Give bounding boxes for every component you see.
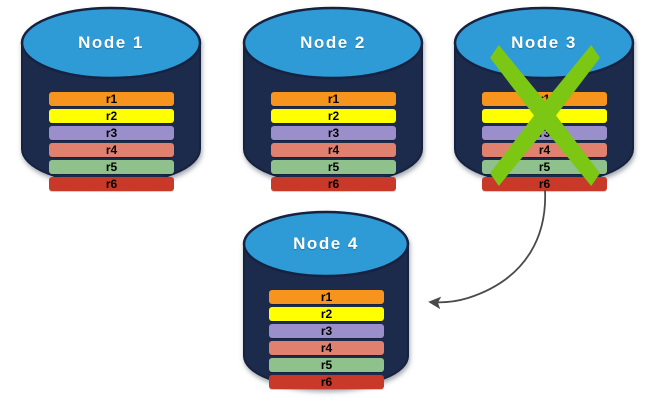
row-bar-r1[interactable]: r1 bbox=[269, 290, 384, 304]
row-bar-r5[interactable]: r5 bbox=[482, 160, 607, 174]
row-bar-r6[interactable]: r6 bbox=[269, 375, 384, 389]
row-bar-r3[interactable]: r3 bbox=[269, 324, 384, 338]
row-list: r1 r2 r3 r4 r5 r6 bbox=[271, 92, 396, 191]
row-bar-r2[interactable]: r2 bbox=[482, 109, 607, 123]
row-bar-r2[interactable]: r2 bbox=[269, 307, 384, 321]
row-bar-r1[interactable]: r1 bbox=[49, 92, 174, 106]
row-bar-r2[interactable]: r2 bbox=[271, 109, 396, 123]
row-bar-r5[interactable]: r5 bbox=[271, 160, 396, 174]
row-bar-r5[interactable]: r5 bbox=[49, 160, 174, 174]
cylinder-top-ellipse bbox=[242, 210, 410, 278]
row-list: r1 r2 r3 r4 r5 r6 bbox=[49, 92, 174, 191]
row-bar-r2[interactable]: r2 bbox=[49, 109, 174, 123]
row-list: r1 r2 r3 r4 r5 r6 bbox=[269, 290, 384, 389]
row-bar-r4[interactable]: r4 bbox=[482, 143, 607, 157]
row-list: r1 r2 r3 r4 r5 r6 bbox=[482, 92, 607, 191]
arrow-path bbox=[428, 189, 547, 310]
cylinder-top-ellipse bbox=[453, 6, 635, 80]
row-bar-r4[interactable]: r4 bbox=[271, 143, 396, 157]
row-bar-r4[interactable]: r4 bbox=[49, 143, 174, 157]
row-bar-r6[interactable]: r6 bbox=[482, 177, 607, 191]
row-bar-r3[interactable]: r3 bbox=[49, 126, 174, 140]
cylinder-top-ellipse bbox=[20, 6, 202, 80]
row-bar-r3[interactable]: r3 bbox=[482, 126, 607, 140]
row-bar-r6[interactable]: r6 bbox=[271, 177, 396, 191]
row-bar-r5[interactable]: r5 bbox=[269, 358, 384, 372]
row-bar-r4[interactable]: r4 bbox=[269, 341, 384, 355]
row-bar-r1[interactable]: r1 bbox=[482, 92, 607, 106]
row-bar-r3[interactable]: r3 bbox=[271, 126, 396, 140]
row-bar-r6[interactable]: r6 bbox=[49, 177, 174, 191]
cylinder-top-ellipse bbox=[242, 6, 424, 80]
row-bar-r1[interactable]: r1 bbox=[271, 92, 396, 106]
